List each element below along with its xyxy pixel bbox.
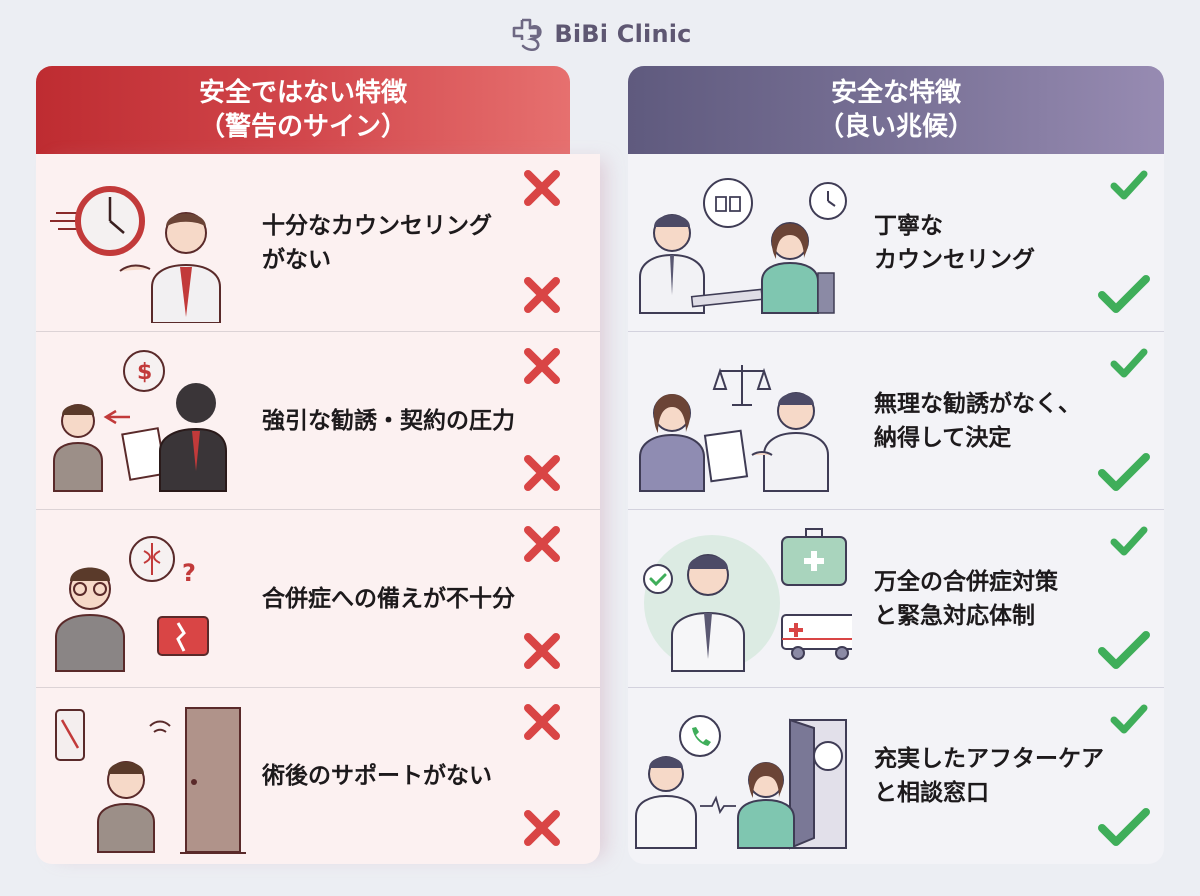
cross-heart-logo-icon bbox=[513, 18, 543, 52]
item-label: 無理な勧誘がなく、 納得して決定 bbox=[874, 390, 1081, 451]
check-mark-icon bbox=[1110, 704, 1148, 734]
safe-list: 丁寧な カウンセリング 無理な勧誘がなく、 納得して決定 bbox=[628, 154, 1164, 864]
phone-support-open-door-illustration bbox=[635, 715, 847, 850]
doctor-patient-consultation-illustration bbox=[639, 177, 847, 314]
safe-item: 無理な勧誘がなく、 納得して決定 bbox=[628, 332, 1164, 510]
check-mark-icon bbox=[1098, 808, 1150, 846]
unsafe-title: 安全ではない特徴 bbox=[198, 78, 407, 108]
check-mark-icon bbox=[1110, 170, 1148, 200]
brand-name: BiBi Clinic bbox=[554, 20, 692, 48]
check-mark-icon bbox=[1110, 526, 1148, 556]
item-label: 合併症への備えが不十分 bbox=[262, 585, 515, 612]
safe-column: 安全な特徴 （良い兆候） 丁寧な カウンセリング bbox=[628, 66, 1164, 864]
x-mark-icon bbox=[524, 810, 560, 846]
balanced-scale-agreement-illustration bbox=[639, 364, 829, 492]
x-mark-icon bbox=[524, 704, 560, 740]
item-label: 術後のサポートがない bbox=[262, 763, 492, 789]
safe-header: 安全な特徴 （良い兆候） bbox=[628, 66, 1164, 154]
check-mark-icon bbox=[1098, 275, 1150, 313]
doctor-firstaid-ambulance-illustration bbox=[643, 527, 852, 672]
unsafe-item: 十分なカウンセリング がない bbox=[36, 154, 600, 332]
item-label: 強引な勧誘・契約の圧力 bbox=[262, 407, 515, 434]
unsafe-item: 術後のサポートがない bbox=[36, 688, 600, 864]
check-mark-icon bbox=[1098, 631, 1150, 669]
unsafe-item: ? 合併症への備えが不十分 bbox=[36, 510, 600, 688]
svg-text:$: $ bbox=[137, 360, 152, 385]
x-mark-icon bbox=[524, 455, 560, 491]
item-label: 丁寧な カウンセリング bbox=[874, 212, 1035, 273]
rushed-doctor-clock-illustration bbox=[50, 185, 221, 323]
unsafe-item: $ 強引な勧誘・契約の圧力 bbox=[36, 332, 600, 510]
safe-item: 丁寧な カウンセリング bbox=[628, 154, 1164, 332]
safe-title: 安全な特徴 bbox=[830, 78, 961, 108]
x-mark-icon bbox=[524, 526, 560, 562]
check-mark-icon bbox=[1098, 453, 1150, 491]
safe-item: 万全の合併症対策 と緊急対応体制 bbox=[628, 510, 1164, 688]
x-mark-icon bbox=[524, 170, 560, 206]
unsafe-list: 十分なカウンセリング がない $ 強引な勧誘・契約の圧力 bbox=[36, 154, 600, 864]
x-mark-icon bbox=[524, 277, 560, 313]
brand-logo: BiBi Clinic bbox=[0, 14, 1200, 54]
unsafe-header: 安全ではない特徴 （警告のサイン） bbox=[36, 66, 570, 154]
unanswered-phone-closed-door-illustration bbox=[55, 707, 246, 854]
unsafe-column: 安全ではない特徴 （警告のサイン） 十分なカウンセリング がない bbox=[36, 66, 600, 864]
pressure-contract-money-illustration: $ bbox=[53, 349, 227, 492]
worried-patient-broken-kit-illustration: ? bbox=[55, 535, 209, 672]
svg-text:?: ? bbox=[182, 559, 196, 587]
safe-item: 充実したアフターケア と相談窓口 bbox=[628, 688, 1164, 864]
check-mark-icon bbox=[1110, 348, 1148, 378]
item-label: 十分なカウンセリング がない bbox=[262, 212, 492, 273]
safe-subtitle: （良い兆候） bbox=[817, 112, 974, 142]
x-mark-icon bbox=[524, 348, 560, 384]
x-mark-icon bbox=[524, 633, 560, 669]
unsafe-subtitle: （警告のサイン） bbox=[198, 112, 407, 142]
item-label: 充実したアフターケア と相談窓口 bbox=[874, 746, 1104, 806]
item-label: 万全の合併症対策 と緊急対応体制 bbox=[874, 568, 1058, 629]
